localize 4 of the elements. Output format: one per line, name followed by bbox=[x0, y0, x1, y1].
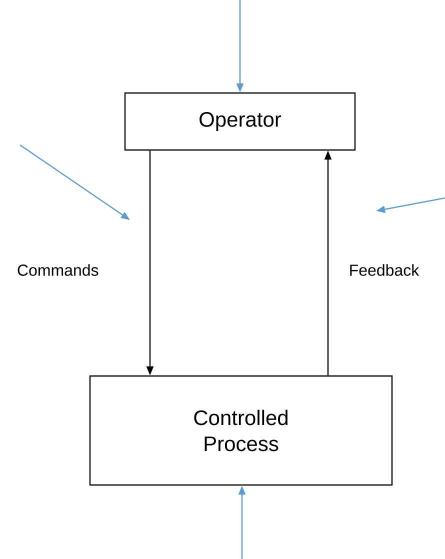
process-box: Operator bbox=[124, 92, 356, 151]
edge-label: Commands bbox=[18, 264, 98, 276]
process-box: Controlled Process bbox=[89, 375, 393, 486]
edge-label: Feedback bbox=[350, 264, 420, 276]
